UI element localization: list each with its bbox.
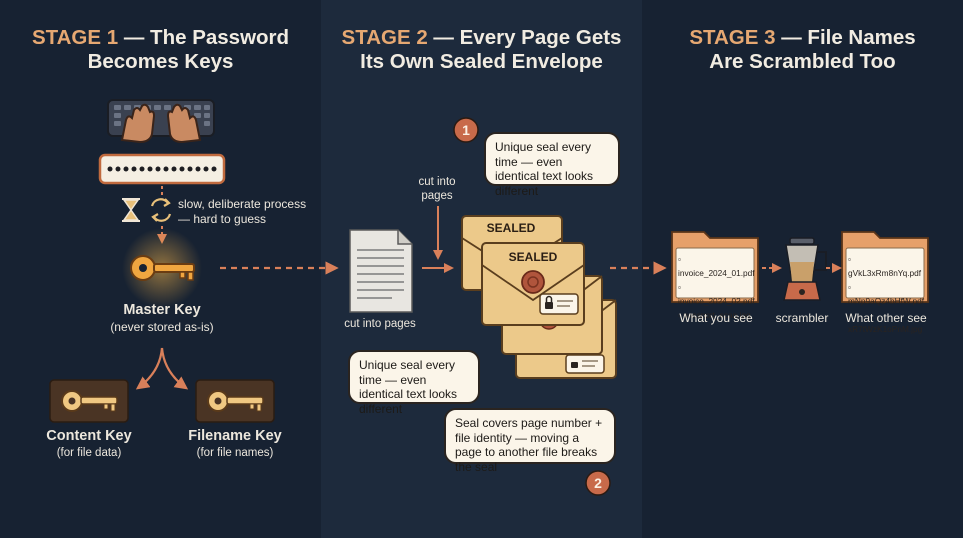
seal-note-bottom: Seal covers page number + file identity … — [444, 408, 616, 474]
stage-2-heading: — Every Page Gets Its Own Sealed Envelop… — [360, 26, 622, 73]
hourglass-icon — [122, 198, 140, 222]
scrambled-file-name: mNp9aQz4bHfW.pdf — [848, 296, 925, 306]
scrambled-file: ▫ xR7tWzK1oPnM.jpg — [848, 310, 923, 334]
scrambled-file: ▫ gVkL3xRm8nYq.pdf — [848, 254, 922, 278]
plain-file: ▫ invoice_2024_01.pdf — [678, 254, 755, 278]
blender-icon — [783, 237, 827, 301]
stage-3-number: STAGE 3 — [689, 26, 776, 49]
stage-3-title: STAGE 3 — File Names Are Scrambled Too — [642, 26, 963, 74]
plain-file: ▫ passport_scan.jpg — [678, 310, 751, 320]
seal-note-top: Unique seal every time — even identical … — [484, 132, 620, 198]
plain-file: ▫ invoice_2024_02.pdf — [678, 282, 755, 306]
lock-icon — [565, 354, 605, 374]
content-key-label: Content Key — [46, 428, 132, 444]
what-you-see-label: What you see — [679, 311, 753, 325]
what-others-see-label: What other see — [845, 311, 927, 325]
step-2-badge — [585, 470, 611, 496]
wax-seal-icon — [521, 270, 545, 294]
stage-2-title: STAGE 2 — Every Page Gets Its Own Sealed… — [321, 26, 642, 74]
process-note: slow, deliberate process — hard to guess — [178, 197, 307, 226]
filename-key-label: Filename Key — [188, 428, 282, 444]
filename-key-note: (for file names) — [196, 447, 274, 459]
envelope-label-back: SEALED — [486, 221, 536, 235]
folder-icon — [671, 231, 759, 303]
scrambled-file-list: ▫ gVkL3xRm8nYq.pdf ▫ mNp9aQz4bHfW.pdf ▫ … — [848, 252, 924, 336]
cut-into-pages-bottom: cut into pages — [344, 318, 416, 330]
step-2-number: 2 — [594, 475, 602, 491]
master-key-icon — [130, 255, 195, 281]
stage-3-heading: — File Names Are Scrambled Too — [709, 26, 916, 73]
filename-key-icon — [195, 379, 275, 423]
envelope-label-front: SEALED — [508, 250, 558, 264]
master-key-label: Master Key — [123, 302, 201, 318]
scrambled-file-name: gVkL3xRm8nYq.pdf — [848, 268, 922, 278]
lock-icon — [539, 293, 579, 315]
content-key-note: (for file data) — [56, 447, 122, 459]
plain-file-name: invoice_2024_01.pdf — [678, 268, 755, 278]
scrambled-file-name: xR7tWzK1oPnM.jpg — [848, 324, 923, 334]
scrambler-label: scrambler — [775, 311, 829, 325]
plain-file-name: invoice_2024_02.pdf — [678, 296, 755, 306]
content-key-icon — [49, 379, 129, 423]
document-icon — [349, 229, 413, 313]
stage-1-title: STAGE 1 — The Password Becomes Keys — [0, 26, 321, 74]
refresh-icon — [150, 198, 172, 222]
cut-into-pages-top: cut into pages — [418, 176, 456, 202]
stage-2-number: STAGE 2 — [341, 26, 428, 49]
folder-icon — [841, 231, 929, 303]
step-1-number: 1 — [462, 122, 470, 138]
stage-1-number: STAGE 1 — [31, 26, 119, 49]
plain-file-list: ▫ invoice_2024_01.pdf ▫ invoice_2024_02.… — [678, 252, 755, 322]
step-1-badge — [453, 117, 479, 143]
master-key-note: (never stored as-is) — [110, 320, 214, 334]
hands-icon — [120, 103, 202, 144]
password-field-icon — [98, 153, 226, 185]
stage-1-heading: — The Password Becomes Keys — [87, 26, 290, 73]
seal-note-left: Unique seal every time — even identical … — [348, 350, 480, 416]
plain-file-name: passport_scan.jpg — [683, 310, 751, 320]
scrambled-file: ▫ mNp9aQz4bHfW.pdf — [848, 282, 925, 306]
